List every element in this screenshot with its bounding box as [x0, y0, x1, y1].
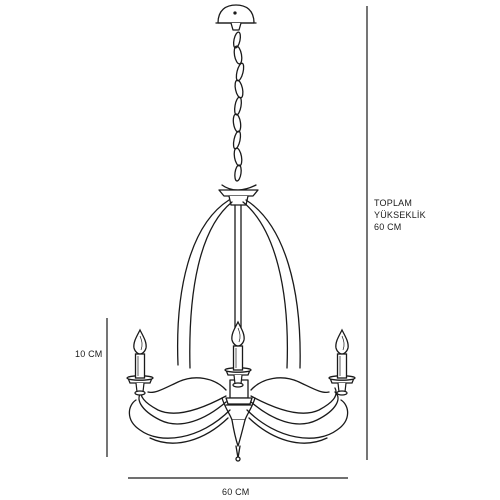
central-rod	[234, 204, 242, 341]
total-height-value: 60 CM	[374, 222, 402, 232]
left-candle	[126, 329, 154, 396]
center-candle	[224, 321, 252, 388]
left-arms	[128, 377, 231, 444]
total-height-label-line1: TOPLAM	[374, 198, 413, 208]
top-crown	[218, 184, 259, 206]
right-candle	[328, 329, 356, 396]
total-height-label: TOPLAM YÜKSEKLİK 60 CM	[374, 197, 426, 233]
right-arms	[246, 377, 349, 444]
width-label: 60 CM	[222, 487, 250, 497]
lower-body	[221, 397, 256, 462]
total-height-label-line2: YÜKSEKLİK	[374, 210, 426, 220]
chandelier-drawing	[128, 4, 349, 462]
chain	[232, 31, 245, 182]
arm-height-label: 10 CM	[75, 349, 103, 359]
cage-arches	[176, 199, 301, 369]
ceiling-canopy	[215, 4, 257, 31]
